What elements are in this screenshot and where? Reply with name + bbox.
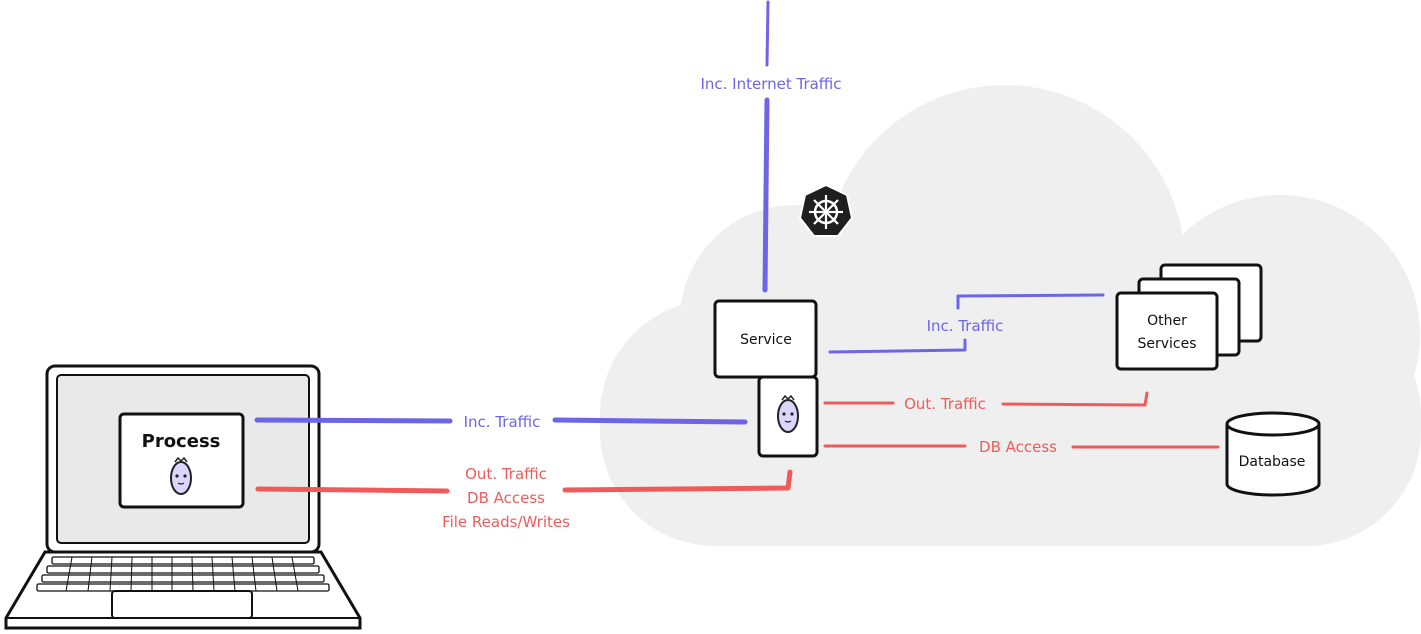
mirrord-mascot-icon [170, 456, 192, 495]
laptop-out-traffic-line-left [255, 486, 450, 494]
database-label: Database [1239, 454, 1306, 470]
cloud-out-traffic-label: Out. Traffic [904, 395, 986, 413]
internet-traffic-line-bottom [762, 97, 770, 293]
service-traffic-line-low [828, 338, 967, 354]
kubernetes-icon [798, 183, 854, 237]
cloud-out-traffic-line-right [1001, 391, 1149, 407]
other-services-label-line2: Services [1137, 336, 1196, 352]
laptop-trackpad [111, 590, 253, 619]
internet-traffic-line-top [765, 0, 770, 67]
laptop-out-traffic-label: Out. Traffic [465, 465, 547, 483]
service-traffic-label: Inc. Traffic [927, 317, 1004, 335]
process-label: Process [142, 431, 221, 452]
laptop-inc-traffic-line-left [254, 417, 453, 424]
internet-traffic-label: Inc. Internet Traffic [700, 75, 841, 93]
service-traffic-line-high [956, 293, 1105, 310]
laptop-inc-traffic-line-right [552, 417, 748, 425]
cloud-db-access-label: DB Access [979, 438, 1057, 456]
service-label: Service [740, 332, 792, 348]
sidecar-node [757, 375, 819, 458]
mirrord-mascot-icon [777, 394, 799, 433]
other-services-label-line1: Other [1147, 313, 1187, 329]
laptop-inc-traffic-label: Inc. Traffic [464, 413, 541, 431]
other-services-node: Other Services [1115, 263, 1263, 371]
laptop-file-reads-label: File Reads/Writes [442, 513, 570, 531]
process-node: Process [118, 412, 245, 509]
database-node: Database [1225, 411, 1321, 497]
laptop-db-access-label: DB Access [467, 489, 545, 507]
service-node: Service [713, 299, 818, 379]
laptop-out-traffic-line-right [562, 469, 793, 493]
